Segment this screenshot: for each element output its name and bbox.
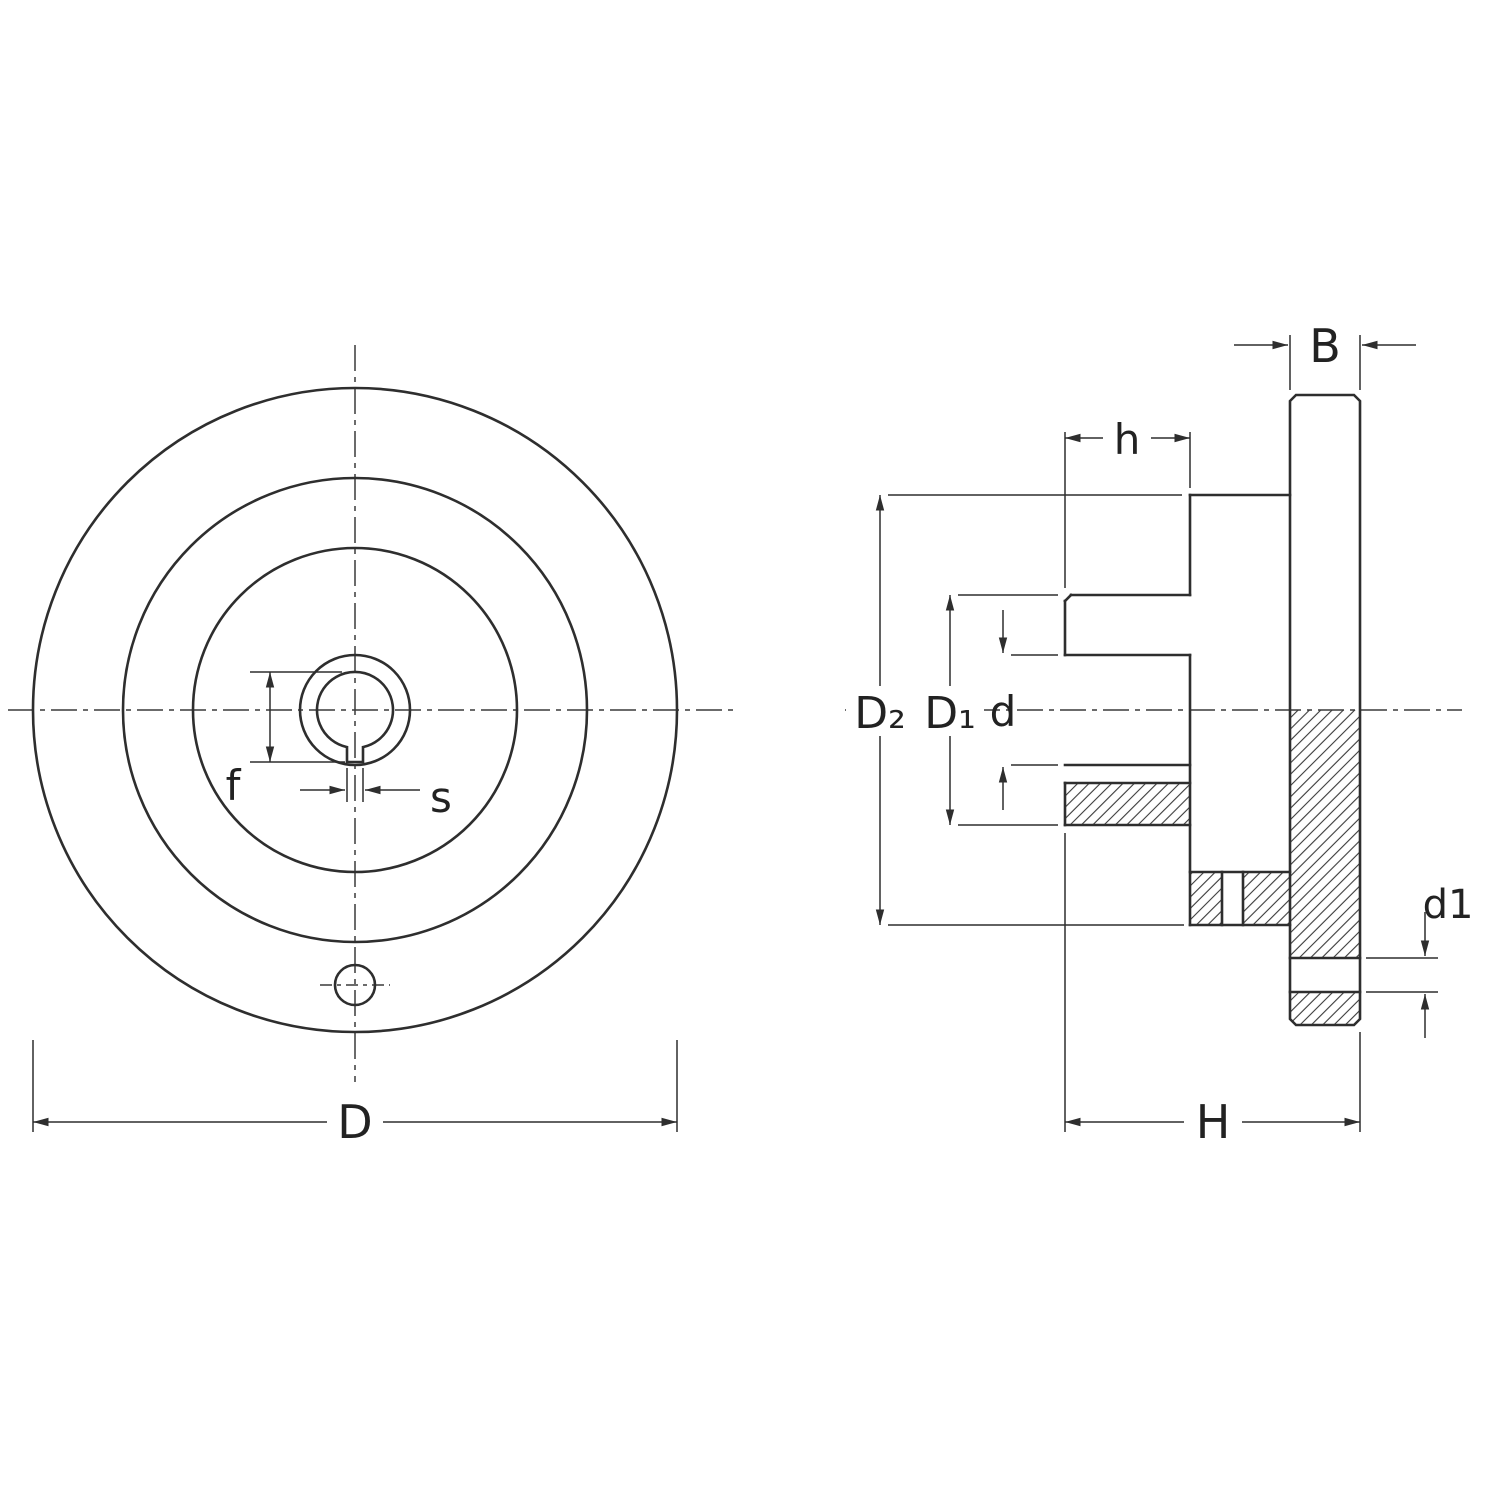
section-dimensions: B h D₂ D₁ d xyxy=(846,319,1473,1149)
front-centerlines xyxy=(8,345,734,1082)
label-break-H xyxy=(1184,1098,1242,1146)
boss-circle xyxy=(298,653,412,767)
bore-with-keyway xyxy=(315,670,395,764)
section-view: B h D₂ D₁ d xyxy=(845,319,1473,1149)
recess-circle xyxy=(191,546,519,874)
hatch-disc-lower xyxy=(1290,992,1360,1025)
dim-label-B: B xyxy=(1309,319,1341,373)
label-break-D1 xyxy=(916,686,984,736)
dim-label-d: d xyxy=(990,687,1017,736)
dim-label-D1: D₁ xyxy=(924,688,976,739)
section-outline xyxy=(1063,393,1362,1027)
hatch-web-section-right xyxy=(1243,872,1290,925)
small-hole-circle xyxy=(333,963,377,1007)
front-view: D f s xyxy=(8,345,734,1149)
dim-label-h: h xyxy=(1114,415,1141,464)
hatch-web-section-left xyxy=(1190,872,1222,925)
dim-label-D: D xyxy=(337,1095,372,1149)
section-hatching xyxy=(1065,710,1360,1025)
hatch-disc-upper xyxy=(1290,710,1360,958)
front-outline xyxy=(31,386,679,1034)
hub-outer-circle xyxy=(121,476,589,944)
dim-label-f: f xyxy=(226,761,242,810)
dim-label-H: H xyxy=(1196,1095,1231,1149)
label-break-D xyxy=(327,1098,383,1146)
outer-diameter-circle xyxy=(31,386,679,1034)
label-break-h xyxy=(1103,414,1151,460)
dim-label-d1: d1 xyxy=(1423,882,1474,928)
disc-rim-outline xyxy=(1288,393,1362,1027)
front-dimensions: D f s xyxy=(32,671,678,1149)
hatch-boss-section xyxy=(1065,783,1190,825)
label-break-D2 xyxy=(846,686,914,736)
dim-label-D2: D₂ xyxy=(854,688,906,739)
dim-label-s: s xyxy=(430,773,452,822)
